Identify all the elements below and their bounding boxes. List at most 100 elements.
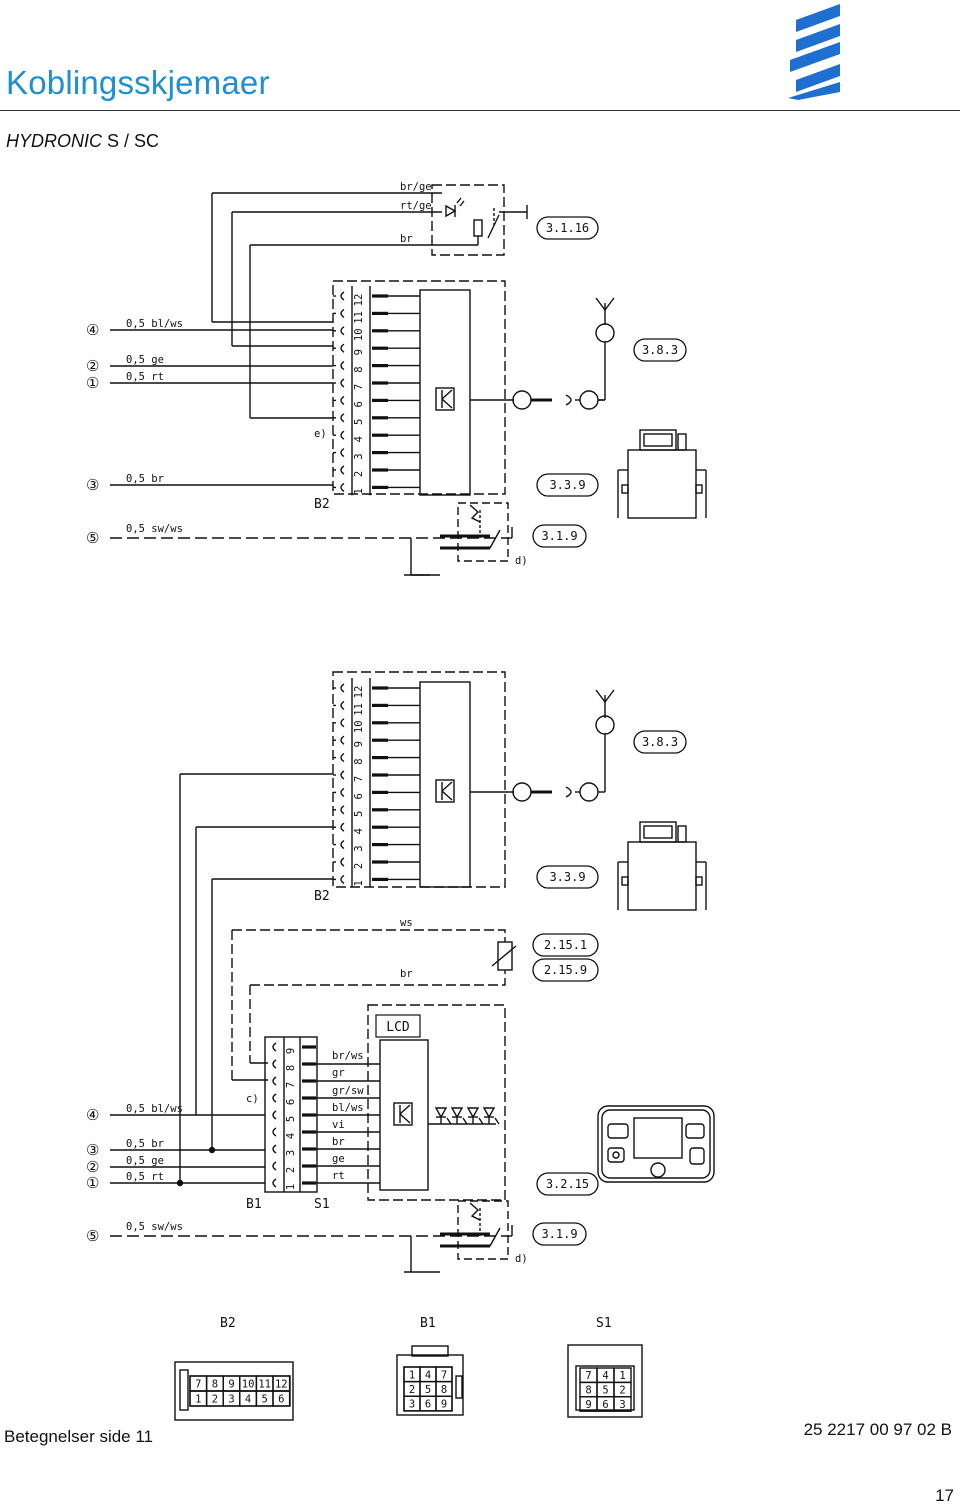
b2-bottom-pin-number: 7 <box>353 776 365 782</box>
legend-s1-pin-number: 8 <box>585 1385 591 1397</box>
b2-bottom-pin-number: 1 <box>353 880 365 886</box>
b2-top-socket <box>340 482 345 492</box>
input-num: ⑤ <box>86 529 99 547</box>
s1-pin-number: 9 <box>285 1048 297 1054</box>
input-label: 0,5 br <box>126 473 164 485</box>
svg-text:3.8.3: 3.8.3 <box>642 735 678 749</box>
b2-bottom-socket <box>340 700 345 710</box>
connector-label-b2-top: B2 <box>314 497 330 512</box>
wire-label-ws: ws <box>400 917 413 929</box>
input-label: 0,5 sw/ws <box>126 1221 183 1233</box>
input-label: 0,5 ge <box>126 1155 164 1167</box>
legend-title-s1: S1 <box>596 1316 612 1331</box>
legend-b1-pin-number: 5 <box>425 1384 431 1396</box>
led-icon <box>466 1107 480 1119</box>
s1-wire-label: br <box>332 1136 345 1148</box>
brand-logo-icon <box>788 4 840 100</box>
b2-bottom-socket <box>340 683 345 693</box>
note-e: e) <box>314 428 327 440</box>
connector-label-b2-bottom: B2 <box>314 889 330 904</box>
ref-badge-sensor-2: 2.15.9 <box>532 958 599 982</box>
b2-top-pin-number: 5 <box>353 419 365 425</box>
legend-b2-pin-number: 3 <box>228 1394 234 1406</box>
b2-bottom-socket <box>340 787 345 797</box>
b2-bottom-pin-number: 8 <box>353 758 365 764</box>
legend-b2-pin-number: 9 <box>228 1379 234 1391</box>
legend-s1-pin-number: 3 <box>619 1399 625 1411</box>
legend-s1-pin-number: 9 <box>585 1399 591 1411</box>
document-number: 25 2217 00 97 02 B <box>803 1420 952 1439</box>
s1-pin-number: 2 <box>285 1167 297 1173</box>
s1-socket <box>272 1127 277 1137</box>
b2-bottom-pin-number: 9 <box>353 741 365 747</box>
input-num: ⑤ <box>86 1227 99 1245</box>
svg-text:3.1.16: 3.1.16 <box>546 221 589 235</box>
b2-bottom-socket <box>340 718 345 728</box>
svg-text:3.3.9: 3.3.9 <box>549 478 585 492</box>
b2-top-pin-number: 12 <box>353 294 365 307</box>
led-icon <box>434 1107 448 1119</box>
b2-top-pin-number: 9 <box>353 349 365 355</box>
s1-pin-number: 6 <box>285 1099 297 1105</box>
svg-text:LCD: LCD <box>386 1020 410 1035</box>
b2-bottom-pin-number: 4 <box>353 828 365 834</box>
note-d-top: d) <box>515 555 528 567</box>
b2-top-pin-number: 6 <box>353 401 365 407</box>
b2-bottom-socket <box>340 735 345 745</box>
s1-pin-number: 7 <box>285 1082 297 1088</box>
legend-b2-pin-number: 10 <box>242 1379 255 1391</box>
wire-label-rt-ge: rt/ge <box>400 200 432 212</box>
input-label: 0,5 rt <box>126 1171 164 1183</box>
ref-badge-panel: 3.2.15 <box>536 1172 599 1196</box>
svg-text:3.3.9: 3.3.9 <box>549 870 585 884</box>
b2-bottom-pin-number: 12 <box>353 686 365 699</box>
b2-top-pin-number: 1 <box>353 488 365 494</box>
b2-top-socket <box>340 326 345 336</box>
s1-socket <box>272 1161 277 1171</box>
wire-label-br-ge: br/ge <box>400 181 432 193</box>
svg-text:3.2.15: 3.2.15 <box>546 1177 589 1191</box>
legend-b2-pin-number: 5 <box>262 1394 268 1406</box>
b2-bottom-pin-number: 11 <box>353 703 365 716</box>
input-label: 0,5 ge <box>126 354 164 366</box>
b2-top-socket <box>340 308 345 318</box>
legend-b2-pin-number: 11 <box>258 1379 271 1391</box>
b2-top-socket <box>340 413 345 423</box>
input-label: 0,5 sw/ws <box>126 523 183 535</box>
input-num: ② <box>86 1158 99 1176</box>
legend-s1-pin-number: 2 <box>619 1385 625 1397</box>
ref-badge-antenna-bottom: 3.8.3 <box>633 730 687 754</box>
legend-b1-cell <box>435 1395 453 1412</box>
b2-bottom-pin-number: 3 <box>353 845 365 851</box>
svg-text:3.1.9: 3.1.9 <box>541 1227 577 1241</box>
s1-socket <box>272 1093 277 1103</box>
ref-badge-low: 3.1.9 <box>532 524 587 548</box>
legend-b1-pin-number: 3 <box>409 1399 415 1411</box>
connector-label-b1: B1 <box>246 1197 262 1212</box>
connector-label-s1: S1 <box>314 1197 330 1212</box>
b2-bottom-socket <box>340 874 345 884</box>
b2-top-socket <box>340 430 345 440</box>
svg-text:2.15.1: 2.15.1 <box>544 938 587 952</box>
b2-top-pin-number: 11 <box>353 311 365 324</box>
s1-socket <box>272 1042 277 1052</box>
b2-bottom-socket <box>340 840 345 850</box>
led-icon <box>450 1107 464 1119</box>
b2-bottom-pin-number: 10 <box>353 720 365 733</box>
s1-socket <box>272 1059 277 1069</box>
s1-wire-label: br/ws <box>332 1050 364 1062</box>
s1-socket <box>272 1110 277 1120</box>
legend-b1-pin-number: 8 <box>441 1384 447 1396</box>
legend-s1-pin-number: 6 <box>602 1399 608 1411</box>
legend-s1-pin-number: 7 <box>585 1370 591 1382</box>
subtitle-model: HYDRONIC <box>6 131 103 151</box>
s1-wire-label: rt <box>332 1170 345 1182</box>
note-d-bottom: d) <box>515 1253 528 1265</box>
s1-pin-number: 4 <box>285 1133 297 1139</box>
input-label: 0,5 bl/ws <box>126 1103 183 1115</box>
legend-b2-pin-number: 4 <box>245 1394 251 1406</box>
legend-b1-pin-number: 2 <box>409 1384 415 1396</box>
input-num: ① <box>86 1174 99 1192</box>
input-label: 0,5 bl/ws <box>126 318 183 330</box>
input-label: 0,5 br <box>126 1138 164 1150</box>
